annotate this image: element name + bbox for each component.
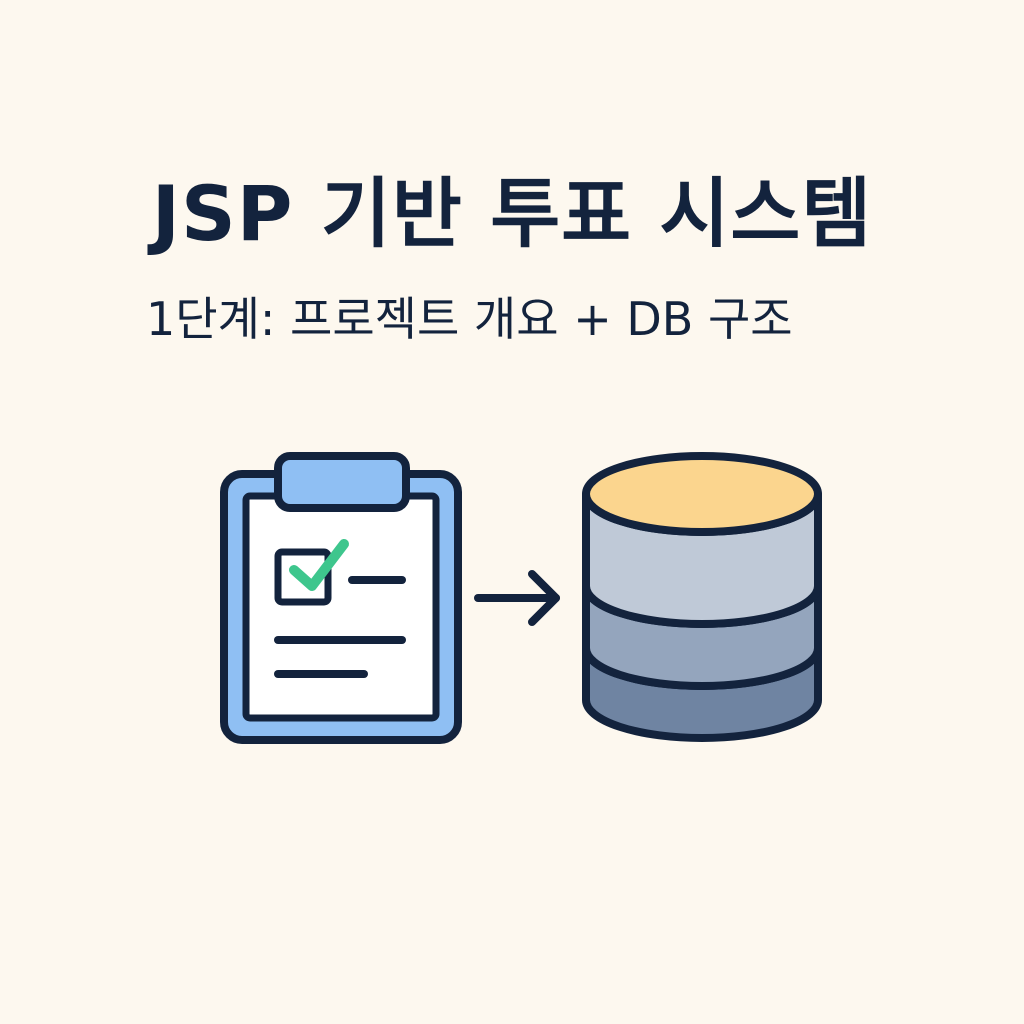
- page-title: JSP 기반 투표 시스템: [151, 169, 873, 258]
- database-icon: [582, 452, 822, 742]
- checkmark-icon: [289, 539, 349, 591]
- clipboard-checklist-icon: [220, 452, 462, 744]
- clipboard-clip: [274, 452, 410, 512]
- arrow-right-icon: [474, 570, 560, 626]
- database-lid: [582, 452, 822, 536]
- page-subtitle: 1단계: 프로젝트 개요 + DB 구조: [146, 292, 793, 346]
